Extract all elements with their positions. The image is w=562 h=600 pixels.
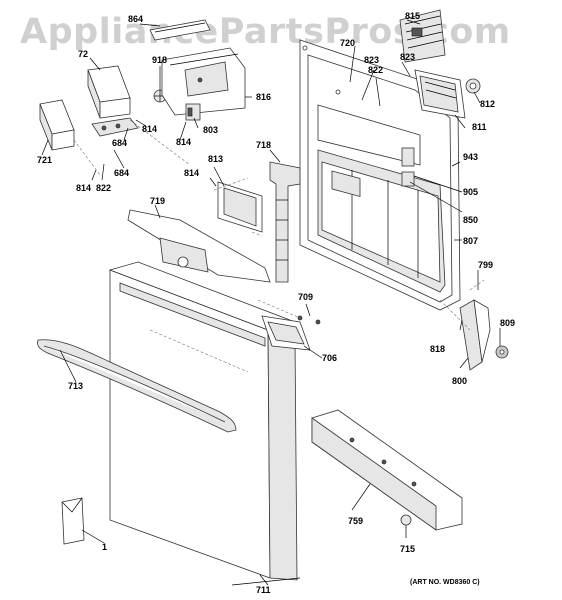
leader-lines bbox=[41, 19, 501, 586]
part-module-721 bbox=[39, 99, 75, 151]
callout-718: 718 bbox=[256, 140, 271, 150]
part-bracket-816 bbox=[161, 47, 246, 116]
part-rail-864 bbox=[149, 19, 211, 41]
part-screws-709 bbox=[297, 315, 321, 325]
part-housing bbox=[414, 69, 466, 119]
callout-807: 807 bbox=[463, 236, 478, 246]
callout-864: 864 bbox=[128, 14, 143, 24]
callout-711: 711 bbox=[256, 585, 271, 595]
callout-799: 799 bbox=[478, 260, 493, 270]
callout-813: 813 bbox=[208, 154, 223, 164]
callout-684: 684 bbox=[112, 138, 127, 148]
callout-706: 706 bbox=[322, 353, 337, 363]
part-gasket-813 bbox=[217, 181, 263, 233]
part-cable-718 bbox=[269, 161, 301, 283]
callout-713: 713 bbox=[68, 381, 83, 391]
callout-818: 818 bbox=[430, 344, 445, 354]
inner-door-panel bbox=[299, 39, 461, 311]
outer-door-panel bbox=[108, 261, 298, 581]
callout-684: 684 bbox=[114, 168, 129, 178]
callout-72: 72 bbox=[78, 49, 88, 59]
part-knob bbox=[465, 78, 481, 94]
part-label-sheet bbox=[61, 497, 85, 545]
callout-822: 822 bbox=[96, 183, 111, 193]
callout-720: 720 bbox=[340, 38, 355, 48]
callout-814: 814 bbox=[76, 183, 91, 193]
part-control-board bbox=[399, 9, 446, 63]
part-control-panel-719 bbox=[127, 209, 271, 283]
callout-822: 822 bbox=[368, 65, 383, 75]
callout-815: 815 bbox=[405, 11, 420, 21]
callout-715: 715 bbox=[400, 544, 415, 554]
assembly-lines bbox=[73, 119, 485, 373]
part-latch-803 bbox=[185, 103, 201, 121]
callout-814: 814 bbox=[142, 124, 157, 134]
part-hinge-800 bbox=[459, 299, 491, 371]
callout-814: 814 bbox=[184, 168, 199, 178]
callout-709: 709 bbox=[298, 292, 313, 302]
part-bracket-684 bbox=[91, 117, 139, 137]
callout-823: 823 bbox=[364, 55, 379, 65]
callout-850: 850 bbox=[463, 215, 478, 225]
part-handle-713 bbox=[37, 339, 237, 433]
part-switch bbox=[401, 147, 415, 187]
callout-943: 943 bbox=[463, 152, 478, 162]
part-knob-809 bbox=[495, 345, 509, 359]
callout-759: 759 bbox=[348, 516, 363, 526]
part-detergent-box bbox=[87, 65, 131, 119]
callout-812: 812 bbox=[480, 99, 495, 109]
callout-918: 918 bbox=[152, 55, 167, 65]
part-kickplate-759 bbox=[311, 409, 463, 531]
callout-814: 814 bbox=[176, 137, 191, 147]
part-pad-706 bbox=[261, 315, 311, 351]
callout-1: 1 bbox=[102, 542, 107, 552]
callout-803: 803 bbox=[203, 125, 218, 135]
callout-816: 816 bbox=[256, 92, 271, 102]
callout-721: 721 bbox=[37, 155, 52, 165]
callout-719: 719 bbox=[150, 196, 165, 206]
callout-823: 823 bbox=[400, 52, 415, 62]
art-number: (ART NO. WD8360 C) bbox=[410, 579, 480, 586]
callout-800: 800 bbox=[452, 376, 467, 386]
callout-811: 811 bbox=[472, 122, 487, 132]
callout-905: 905 bbox=[463, 187, 478, 197]
callout-809: 809 bbox=[500, 318, 515, 328]
part-screw-715 bbox=[400, 514, 412, 535]
